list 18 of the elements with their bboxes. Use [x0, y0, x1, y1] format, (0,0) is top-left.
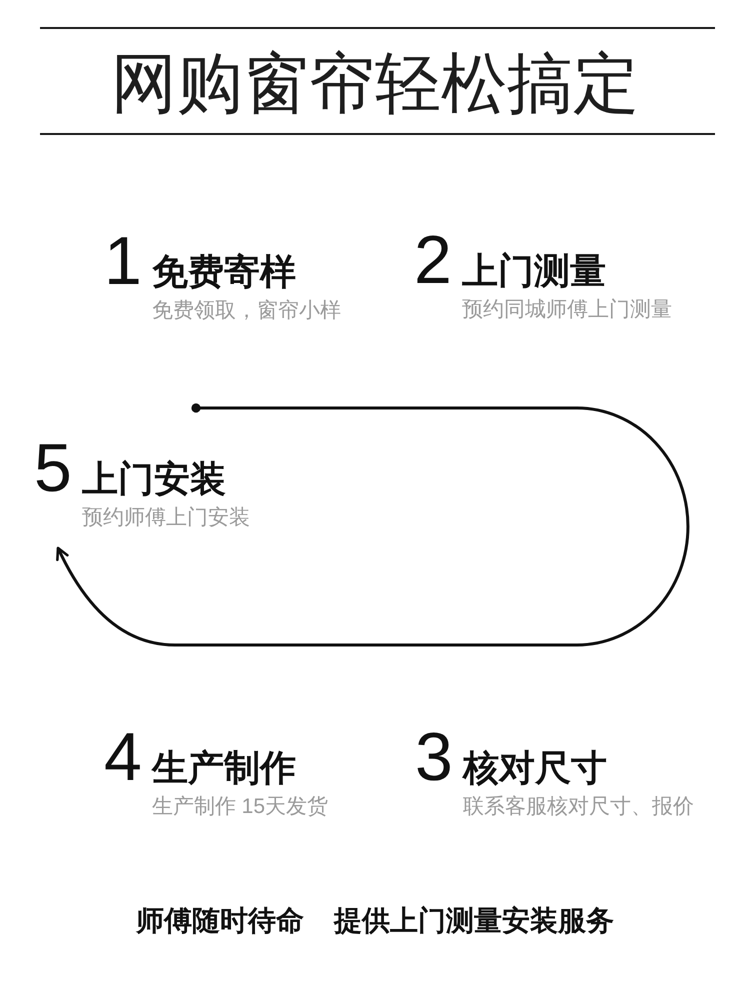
- step-description: 生产制作 15天发货: [152, 794, 328, 819]
- step-title: 生产制作: [152, 750, 297, 786]
- step-number: 2: [414, 226, 452, 294]
- step-title: 上门安装: [82, 461, 227, 497]
- step-title: 核对尺寸: [462, 750, 608, 786]
- step-title: 免费寄样: [152, 254, 297, 290]
- flow-arrow: [56, 403, 690, 646]
- step-description: 预约同城师傅上门测量: [462, 297, 672, 322]
- step-description: 免费领取，窗帘小样: [152, 298, 341, 323]
- title: 网购窗帘轻松搞定: [111, 45, 639, 121]
- step-number: 5: [34, 434, 72, 502]
- step-description: 预约师傅上门安装: [82, 505, 250, 530]
- step-number: 3: [415, 723, 453, 791]
- step-description: 联系客服核对尺寸、报价: [462, 794, 694, 819]
- caption: 师傅随时待命 提供上门测量安装服务: [136, 904, 614, 938]
- step-title: 上门测量: [462, 253, 607, 289]
- step-number: 1: [104, 227, 142, 295]
- step-number: 4: [104, 723, 142, 791]
